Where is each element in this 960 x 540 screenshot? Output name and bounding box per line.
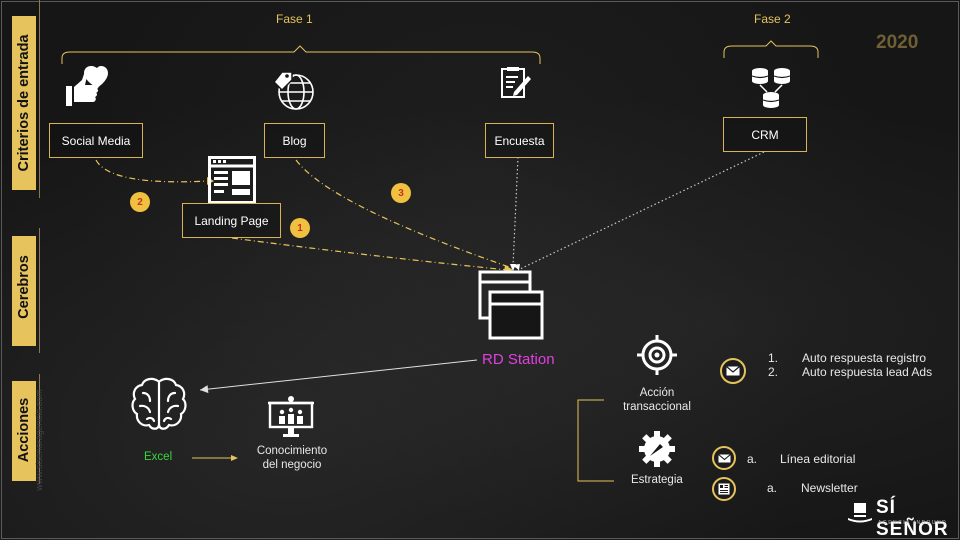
- gear-icon: [639, 431, 675, 467]
- blog-to-rd-line: [295, 159, 513, 269]
- watermark: www.sisenoragencia.com: [34, 389, 44, 491]
- blog-box: Blog: [264, 123, 325, 158]
- crm-to-rd-line: [517, 151, 765, 271]
- transaccional-label: Acción transaccional: [623, 387, 691, 413]
- logo-name: SÍ SEÑOR: [876, 497, 949, 540]
- survey-pencil-icon: [501, 67, 531, 98]
- newsletter-num: a.: [767, 481, 778, 495]
- actions-bracket: [577, 399, 614, 482]
- auto-item-2-text: Auto respuesta lead Ads: [802, 365, 933, 379]
- fase1-bracket: [61, 45, 541, 64]
- editorial-mail-icon: [712, 446, 736, 470]
- separator-2: [39, 228, 40, 353]
- landing-to-rd-line: [231, 237, 509, 271]
- excel-label: Excel: [144, 451, 173, 463]
- entrada-label: Criterios de entrada: [16, 34, 32, 172]
- separator-1: [39, 0, 40, 198]
- auto-item-1-num: 1.: [768, 351, 779, 365]
- estrategia-label: Estrategia: [631, 474, 683, 486]
- badge-3: 3: [391, 183, 411, 203]
- encuesta-box: Encuesta: [485, 123, 554, 158]
- auto-item-1-text: Auto respuesta registro: [802, 351, 927, 365]
- auto-item-2-num: 2.: [768, 365, 779, 379]
- rd-station-label: RD Station: [482, 351, 555, 368]
- rd-to-brain-arrow: [199, 359, 478, 391]
- acciones-label: Acciones: [16, 397, 32, 463]
- fase2-label: Fase 2: [754, 12, 791, 26]
- crm-box: CRM: [723, 117, 807, 152]
- database-icon: [751, 68, 791, 108]
- badge-1: 1: [290, 218, 310, 238]
- presentation-icon: [268, 396, 314, 437]
- newsletter-text: Newsletter: [801, 481, 858, 495]
- fase1-label: Fase 1: [276, 12, 313, 26]
- thumbs-heart-icon: [66, 66, 108, 106]
- editorial-text: Línea editorial: [780, 452, 856, 466]
- entrada-tab: [12, 16, 36, 190]
- fase2-bracket: [723, 40, 819, 58]
- landing-page-box: Landing Page: [182, 203, 281, 238]
- encuesta-to-rd-line: [512, 156, 519, 267]
- windows-icon: [478, 270, 544, 340]
- acciones-tab: [12, 381, 36, 481]
- logo-tagline: AGENCIA INBOUND: [878, 520, 948, 526]
- separator-3: [39, 374, 40, 484]
- target-icon: [637, 335, 677, 375]
- landing-page-icon: [208, 156, 256, 204]
- year-label: 2020: [876, 32, 919, 53]
- cerebros-tab: [12, 236, 36, 346]
- social-to-landing-line: [95, 159, 209, 183]
- globe-tag-icon: [272, 71, 314, 110]
- newsletter-icon: [712, 477, 736, 501]
- social-media-box: Social Media: [49, 123, 143, 158]
- cerebros-label: Cerebros: [16, 255, 32, 319]
- badge-2: 2: [130, 192, 150, 212]
- knowledge-label: Conocimiento del negocio: [256, 445, 328, 471]
- top-hat-icon: [848, 503, 872, 523]
- mail-icon: [720, 358, 746, 384]
- brain-icon: [131, 377, 187, 430]
- editorial-num: a.: [747, 452, 758, 466]
